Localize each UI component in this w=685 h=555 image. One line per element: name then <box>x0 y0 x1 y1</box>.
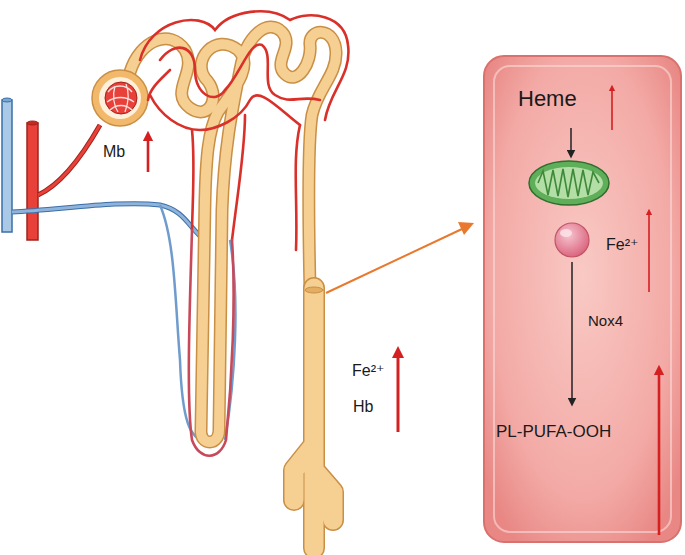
duct-opening <box>305 287 323 293</box>
tubular-cell <box>484 56 681 542</box>
mitochondrion <box>529 161 609 205</box>
iron-vesicle <box>555 223 589 257</box>
capillary-tuft <box>105 82 137 114</box>
increase-arrow <box>397 352 400 432</box>
process-arrow <box>570 128 572 154</box>
capillaries <box>140 11 348 455</box>
enzyme-label: Nox4 <box>588 312 623 329</box>
vein-end <box>2 98 12 102</box>
capillary <box>160 45 320 100</box>
vessel-branch <box>12 204 205 240</box>
increase-arrow <box>648 212 650 292</box>
artery <box>27 123 38 240</box>
capillary-loop <box>189 230 234 456</box>
vessel-branch <box>12 204 205 240</box>
capillary <box>140 11 348 120</box>
collecting-duct <box>294 288 333 548</box>
increase-arrow <box>658 370 661 535</box>
glomerulus <box>92 70 148 126</box>
increase-arrow <box>147 136 150 172</box>
protein-label: Hb <box>353 398 373 416</box>
capillary <box>192 130 194 230</box>
protein-label: Mb <box>103 143 125 161</box>
lipid-peroxide-label: PL-PUFA-OOH <box>496 422 611 442</box>
molecule-label: Heme <box>518 86 577 111</box>
capillary <box>232 115 245 240</box>
zoom-line <box>326 229 462 293</box>
bowman-capsule <box>92 70 148 126</box>
capillary <box>296 125 300 250</box>
increase-arrow <box>611 88 613 130</box>
cristae <box>538 169 599 197</box>
ion-label: Fe²⁺ <box>606 236 638 254</box>
cell-highlight <box>494 66 671 532</box>
vesicle-shine <box>560 229 572 237</box>
zoom-arrow <box>326 222 474 293</box>
capillary-mesh <box>107 84 134 112</box>
afferent-arteriole <box>38 125 100 195</box>
mito-inner <box>535 167 603 199</box>
collecting-duct-outline <box>294 288 333 548</box>
zoom-head <box>458 222 474 235</box>
ion-label: Fe²⁺ <box>352 362 384 380</box>
afferent-arteriole <box>38 125 100 195</box>
cell-body <box>484 56 681 542</box>
nephron-tubule <box>130 27 336 548</box>
cell-node: HemeFe²⁺ Nox4PL-PUFA-OOH <box>484 56 681 542</box>
process-arrow <box>571 262 573 402</box>
vesicle <box>555 223 589 257</box>
mito-outer <box>529 161 609 205</box>
capillary <box>150 95 300 130</box>
artery-end <box>27 121 38 125</box>
bowman-space <box>99 77 141 119</box>
capillary <box>148 70 170 100</box>
vein <box>2 100 12 232</box>
